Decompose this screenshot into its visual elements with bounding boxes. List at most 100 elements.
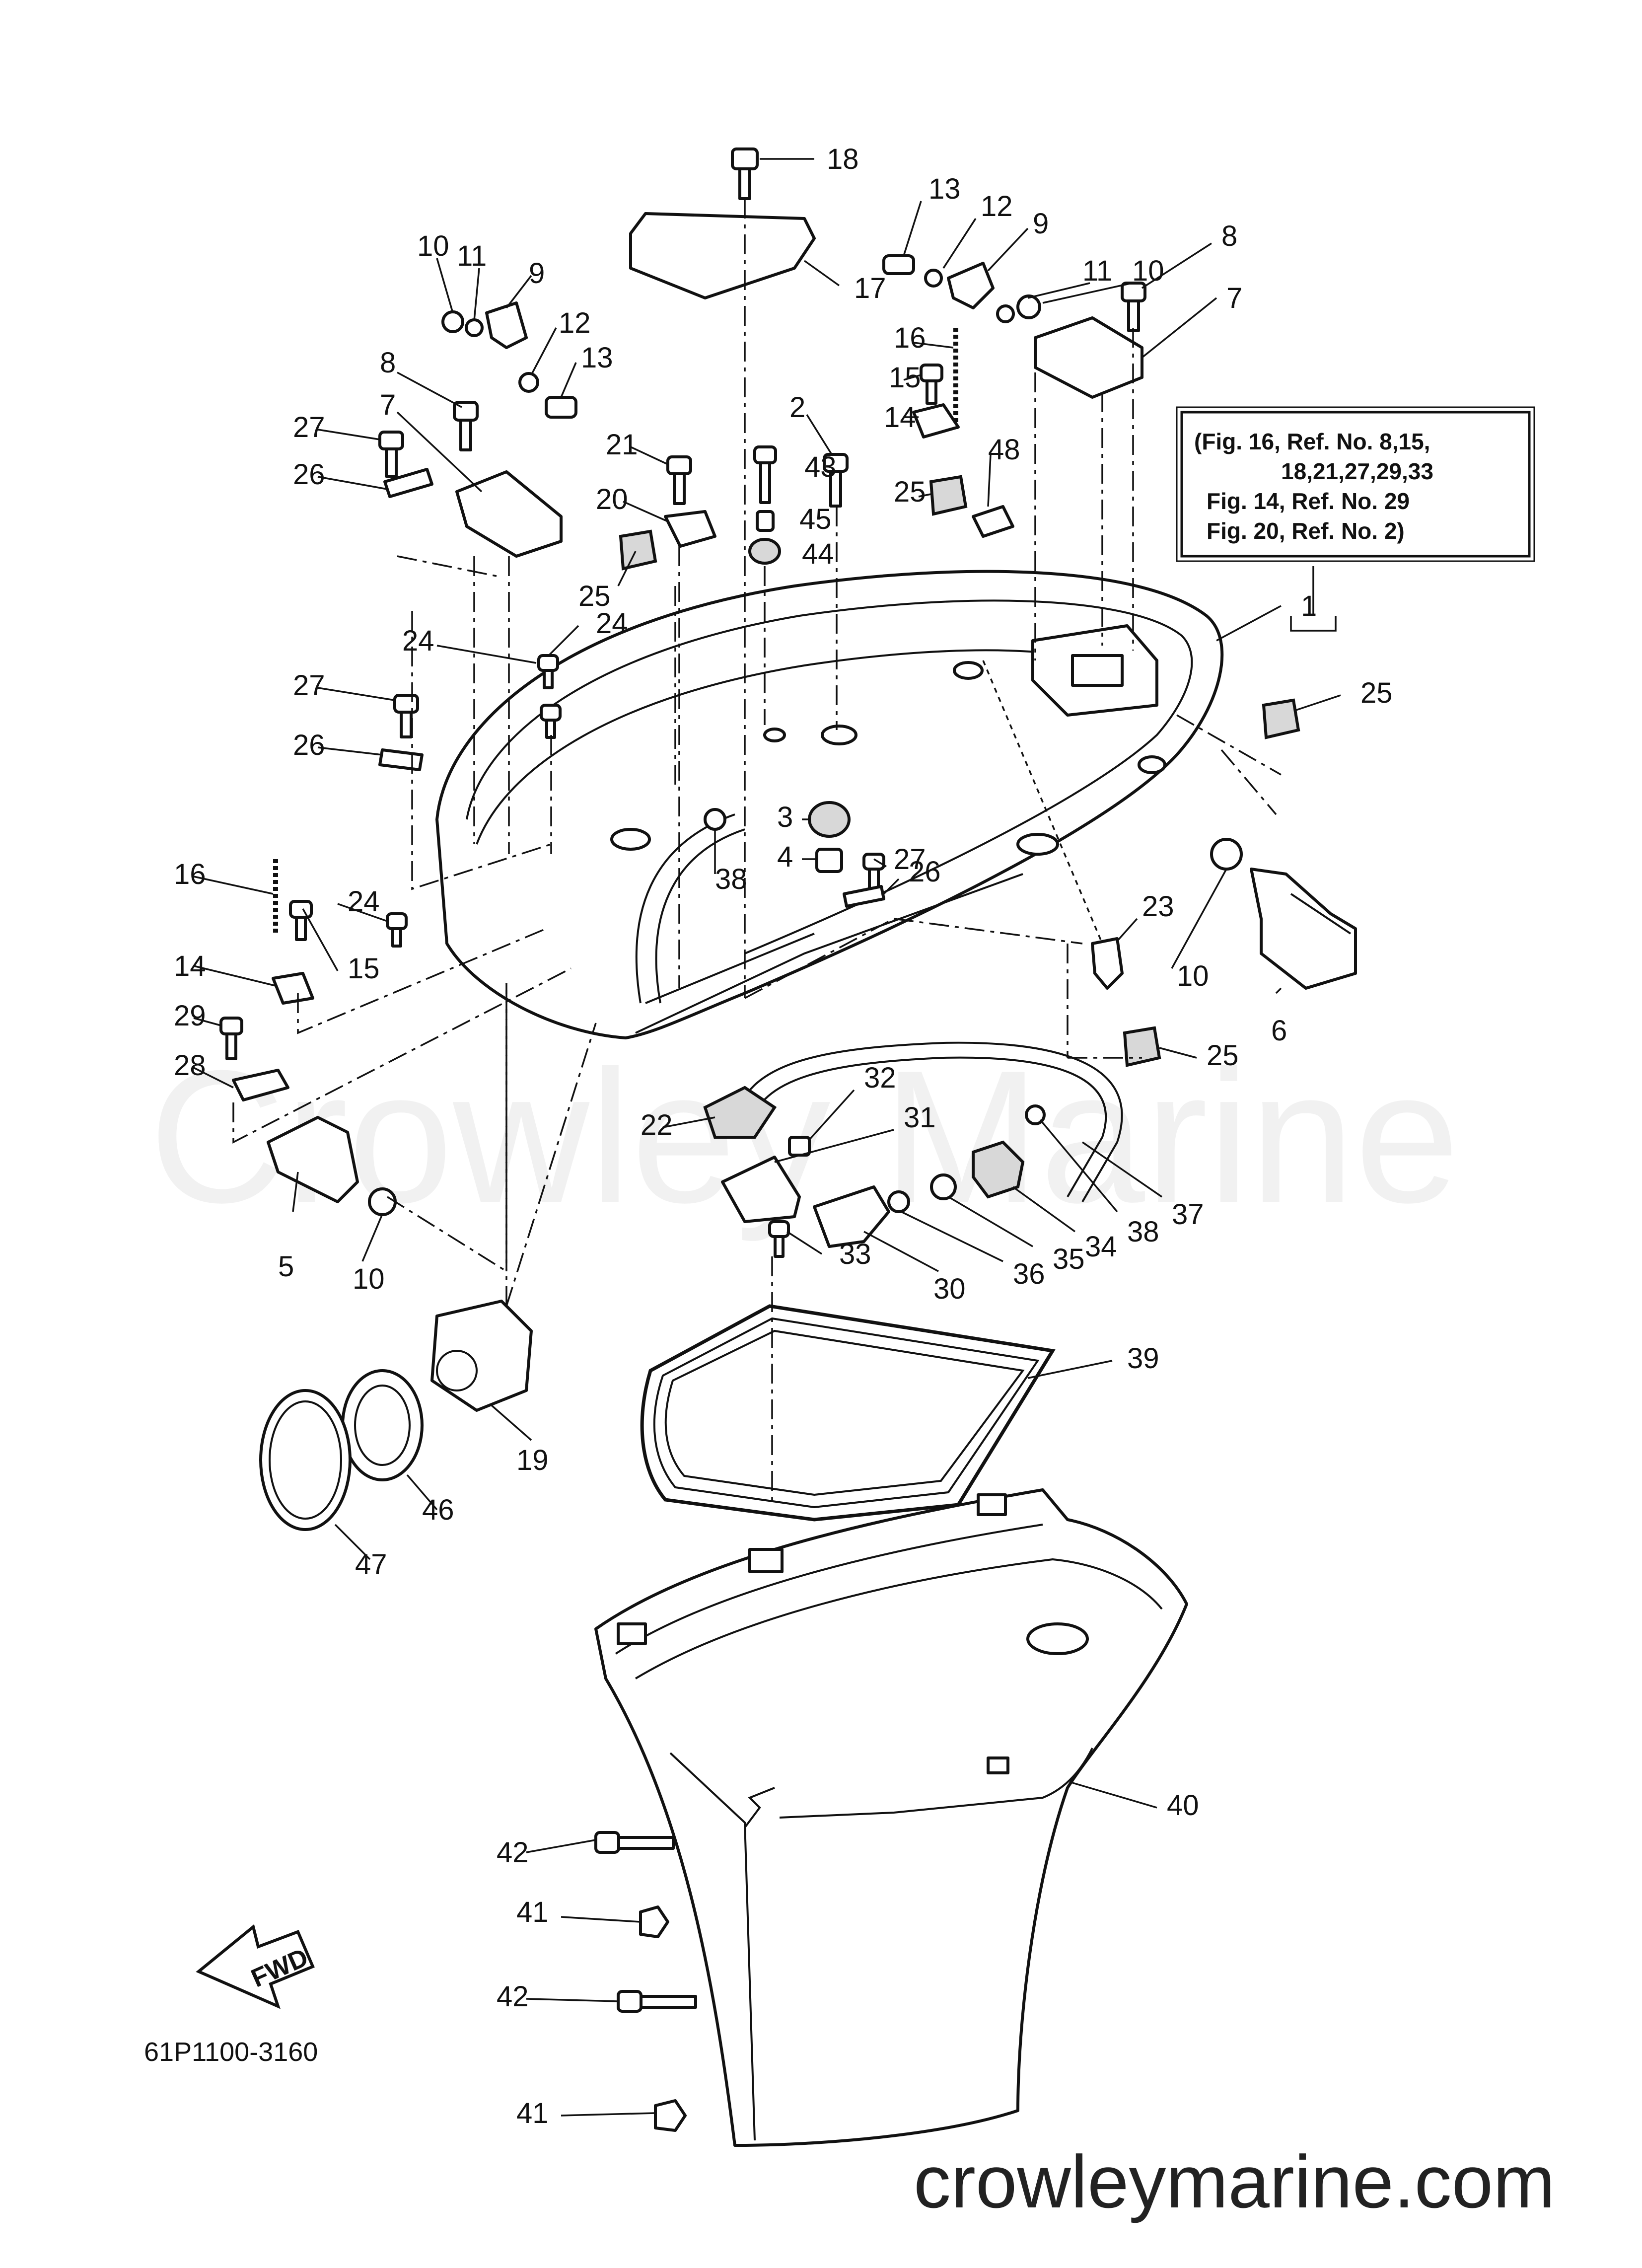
callout-24: 24 bbox=[596, 607, 628, 640]
washer-10-left bbox=[441, 310, 464, 333]
clamp-38-low bbox=[1025, 1104, 1046, 1125]
nut-41-low bbox=[654, 2099, 687, 2132]
callout-9: 9 bbox=[529, 257, 545, 290]
callout-25: 25 bbox=[894, 476, 926, 508]
callout-24: 24 bbox=[402, 625, 434, 657]
bolt-29 bbox=[219, 1017, 243, 1060]
grommet-25-left bbox=[619, 529, 657, 571]
callout-9: 9 bbox=[1033, 208, 1049, 240]
callout-34: 34 bbox=[1085, 1231, 1117, 1263]
grommet-10-right bbox=[1210, 838, 1243, 871]
callout-42: 42 bbox=[497, 1980, 529, 2013]
callout-41: 41 bbox=[516, 1896, 549, 1928]
note-line-2: 18,21,27,29,33 bbox=[1281, 458, 1433, 484]
band-47 bbox=[259, 1389, 352, 1531]
lever-9-left bbox=[485, 301, 528, 349]
grommet-25-low bbox=[1123, 1026, 1161, 1067]
site-text: crowleymarine.com bbox=[914, 2140, 1555, 2223]
diagram-code: 61P1100-3160 bbox=[144, 2037, 318, 2067]
callout-22: 22 bbox=[641, 1109, 673, 1141]
callout-27: 27 bbox=[293, 669, 325, 702]
grommet-44 bbox=[748, 538, 781, 565]
grommet-25-right bbox=[1262, 698, 1300, 739]
leader-lines bbox=[193, 158, 1341, 2117]
callout-14: 14 bbox=[174, 950, 206, 982]
bolt-24-b bbox=[540, 704, 562, 739]
callout-3: 3 bbox=[777, 801, 793, 833]
callout-42: 42 bbox=[497, 1836, 529, 1869]
callout-13: 13 bbox=[928, 173, 961, 205]
grommet-22 bbox=[703, 1086, 777, 1139]
callout-10: 10 bbox=[1132, 255, 1164, 287]
hose bbox=[734, 1041, 1123, 1203]
callout-17: 17 bbox=[854, 272, 886, 304]
callout-45: 45 bbox=[799, 503, 832, 535]
bolt-24-a bbox=[537, 654, 559, 689]
bolt-21 bbox=[666, 455, 692, 505]
clamp-38-top bbox=[704, 808, 726, 831]
callout-12: 12 bbox=[981, 190, 1013, 222]
callout-29: 29 bbox=[174, 1000, 206, 1032]
callout-25: 25 bbox=[1360, 677, 1393, 709]
callout-8: 8 bbox=[380, 347, 396, 379]
callout-25: 25 bbox=[578, 580, 611, 612]
callout-23: 23 bbox=[1142, 890, 1174, 923]
fitting-30 bbox=[813, 1185, 890, 1248]
callout-15: 15 bbox=[348, 952, 380, 985]
bolt-15-left bbox=[289, 900, 313, 941]
callout-47: 47 bbox=[355, 1548, 387, 1581]
callout-13: 13 bbox=[581, 342, 613, 374]
callout-10: 10 bbox=[1177, 960, 1209, 992]
grommet-3 bbox=[808, 801, 851, 838]
callout-35: 35 bbox=[1053, 1243, 1085, 1275]
note-line-1: (Fig. 16, Ref. No. 8,15, bbox=[1194, 429, 1430, 454]
note-line-3: Fig. 14, Ref. No. 29 bbox=[1207, 488, 1410, 514]
callout-48: 48 bbox=[988, 434, 1020, 466]
callout-1: 1 bbox=[1301, 590, 1317, 622]
lever-9-right bbox=[947, 262, 995, 309]
callout-16: 16 bbox=[894, 322, 926, 354]
clip-20 bbox=[664, 510, 716, 548]
callout-33: 33 bbox=[839, 1238, 871, 1270]
pad-48 bbox=[972, 505, 1014, 538]
washer-12-left bbox=[518, 372, 539, 393]
clip-26-inner bbox=[843, 885, 885, 908]
callout-36: 36 bbox=[1013, 1258, 1045, 1290]
callout-43: 43 bbox=[804, 451, 837, 483]
callout-7: 7 bbox=[380, 389, 396, 421]
bolt-27-top bbox=[378, 431, 404, 478]
reference-note: (Fig. 16, Ref. No. 8,15, 18,21,27,29,33 … bbox=[1176, 406, 1535, 632]
fwd-arrow-icon: FWD bbox=[196, 1924, 315, 2009]
callout-4: 4 bbox=[777, 841, 793, 873]
bolt-13-left bbox=[545, 396, 577, 419]
clip-14-top bbox=[912, 403, 960, 439]
callout-46: 46 bbox=[422, 1494, 454, 1526]
clip-26-top bbox=[383, 468, 433, 498]
bolt-8-left bbox=[453, 401, 479, 451]
lever-6 bbox=[1250, 868, 1357, 990]
note-line-4: Fig. 20, Ref. No. 2) bbox=[1207, 518, 1405, 544]
callout-27: 27 bbox=[293, 411, 325, 443]
fitting-32 bbox=[788, 1136, 811, 1157]
clip-26-mid bbox=[378, 748, 424, 771]
washer-10-right bbox=[1016, 294, 1041, 319]
fitting-23 bbox=[1091, 937, 1124, 990]
callout-39: 39 bbox=[1127, 1342, 1159, 1375]
callout-25: 25 bbox=[1207, 1039, 1239, 1072]
bolt-8-right bbox=[1121, 282, 1146, 332]
callout-26: 26 bbox=[293, 458, 325, 491]
clip-14-left bbox=[272, 972, 314, 1005]
callout-10: 10 bbox=[353, 1263, 385, 1295]
callout-30: 30 bbox=[933, 1273, 966, 1305]
lower-cover bbox=[594, 1488, 1188, 2147]
screw-42-top bbox=[594, 1831, 675, 1854]
bracket-7-left bbox=[455, 470, 563, 558]
callout-14: 14 bbox=[884, 401, 916, 434]
bolt-15-top bbox=[920, 364, 943, 405]
callout-8: 8 bbox=[1221, 220, 1237, 252]
nut-41-top bbox=[639, 1905, 669, 1938]
fitting-35 bbox=[930, 1173, 957, 1200]
